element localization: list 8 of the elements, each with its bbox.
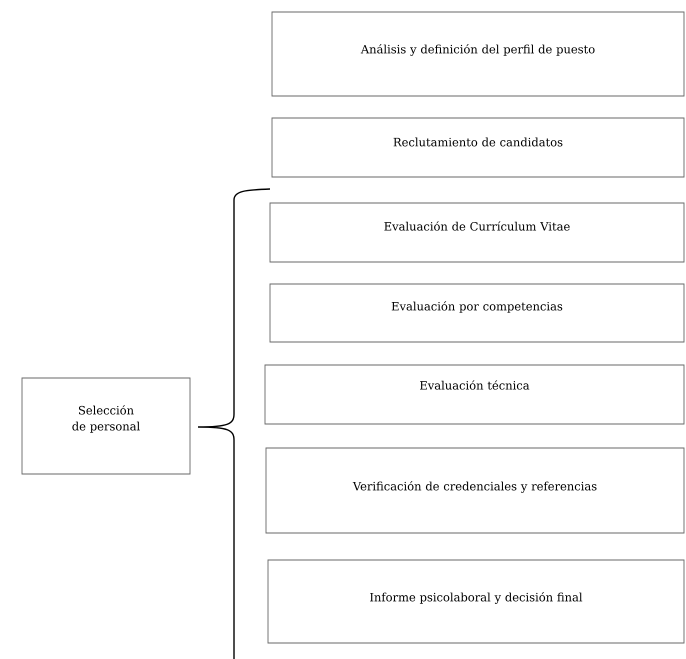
- step-box: Informe psicolaboral y decisión final: [268, 560, 684, 644]
- step-box: Análisis y definición del perfil de puesto: [272, 12, 684, 96]
- step-box: Evaluación técnica: [264, 364, 684, 424]
- step-box: Verificación de credenciales y referencias: [266, 448, 684, 534]
- step-box: Evaluación de Currículum Vitae: [270, 202, 684, 262]
- step-box: Reclutamiento de candidatos: [272, 118, 684, 178]
- step-box: Evaluación por competencias: [270, 284, 684, 342]
- stage-box: Selección de personal: [22, 378, 190, 474]
